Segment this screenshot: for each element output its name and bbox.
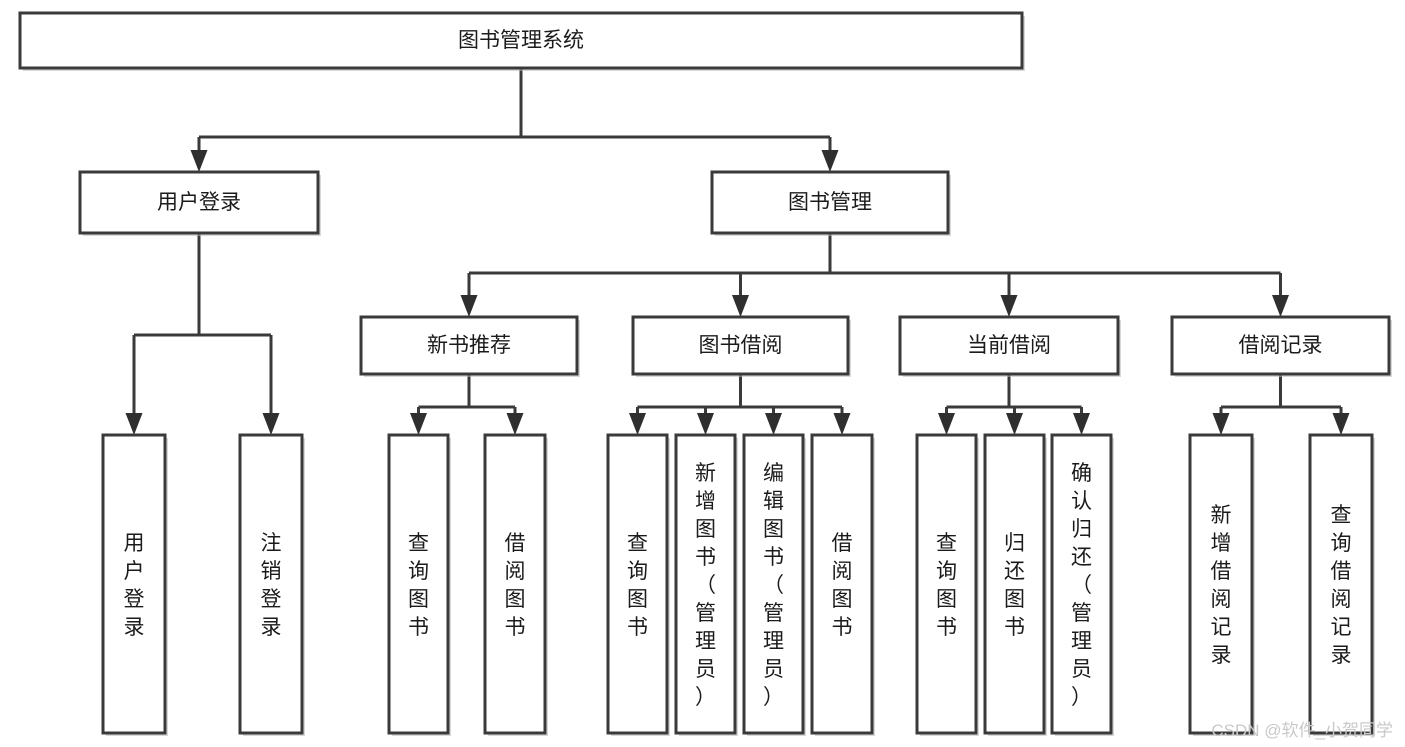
node-box[interactable] (238, 433, 304, 735)
arrow-head-icon (1073, 413, 1090, 435)
node-label: 新书推荐 (427, 334, 511, 357)
arrow-head-icon (629, 413, 646, 435)
node-box[interactable] (810, 433, 874, 735)
connector-bus-borrow (629, 374, 851, 435)
connector-bus-bookmgmt (460, 233, 1289, 317)
connector-bus-root (190, 68, 839, 172)
node-login[interactable]: 用户登录 (78, 170, 321, 236)
watermark-label: CSDN @软件_小贺同学 (1211, 721, 1393, 740)
node-label: 查询图书 (408, 532, 429, 639)
node-leaf-user-logout[interactable]: 注销登录 (238, 433, 305, 736)
node-leaf-borrow-add[interactable]: 新增图书（管理员） (674, 433, 738, 736)
connector-bus-record (1212, 374, 1350, 435)
node-root[interactable]: 图书管理系统 (18, 11, 1025, 71)
node-box[interactable] (710, 170, 950, 235)
node-label: 编辑图书（管理员） (763, 462, 784, 709)
node-layer: 图书管理系统用户登录图书管理新书推荐图书借阅当前借阅借阅记录用户登录注销登录查询… (18, 11, 1392, 736)
node-label: 确认归还（管理员） (1071, 462, 1092, 709)
node-label: 借阅图书 (505, 532, 526, 639)
node-box[interactable] (1170, 315, 1391, 376)
node-box[interactable] (631, 315, 850, 376)
node-leaf-borrow-lend[interactable]: 借阅图书 (810, 433, 875, 736)
node-label: 图书管理 (788, 191, 872, 214)
node-newbook[interactable]: 新书推荐 (359, 315, 580, 377)
arrow-head-icon (1332, 413, 1350, 435)
node-box[interactable] (18, 11, 1024, 70)
arrow-head-icon (1272, 295, 1289, 317)
node-label: 图书借阅 (699, 334, 783, 357)
node-box[interactable] (78, 170, 320, 235)
node-label: 注销登录 (261, 532, 282, 639)
node-current[interactable]: 当前借阅 (898, 315, 1121, 377)
arrow-head-icon (190, 150, 208, 172)
node-leaf-newbook-query[interactable]: 查询图书 (387, 433, 451, 736)
node-label: 用户登录 (157, 191, 241, 214)
node-box[interactable] (915, 433, 978, 735)
connector-bus-login (125, 233, 280, 435)
node-borrow[interactable]: 图书借阅 (631, 315, 851, 377)
node-leaf-current-query[interactable]: 查询图书 (915, 433, 979, 736)
node-label: 新增图书（管理员） (695, 462, 716, 709)
node-box[interactable] (1050, 433, 1113, 735)
arrow-head-icon (697, 413, 714, 435)
arrow-head-icon (732, 295, 749, 317)
node-box[interactable] (674, 433, 737, 735)
node-box[interactable] (483, 433, 547, 735)
node-label: 查询图书 (936, 532, 957, 639)
node-leaf-record-add[interactable]: 新增借阅记录 (1188, 433, 1255, 736)
node-box[interactable] (1308, 433, 1374, 735)
node-box[interactable] (101, 433, 167, 735)
node-leaf-newbook-borrow[interactable]: 借阅图书 (483, 433, 548, 736)
node-box[interactable] (606, 433, 669, 735)
arrow-head-icon (1006, 413, 1023, 435)
connector-layer (125, 68, 1350, 435)
arrow-head-icon (1000, 295, 1018, 317)
connector-bus-newbook (410, 374, 524, 435)
node-label: 借阅图书 (832, 532, 853, 639)
node-leaf-user-login[interactable]: 用户登录 (101, 433, 168, 736)
arrow-head-icon (506, 413, 524, 435)
arrow-head-icon (125, 413, 143, 435)
node-label: 用户登录 (124, 532, 145, 639)
node-record[interactable]: 借阅记录 (1170, 315, 1392, 377)
node-box[interactable] (983, 433, 1046, 735)
node-leaf-current-confirm[interactable]: 确认归还（管理员） (1050, 433, 1114, 736)
node-box[interactable] (359, 315, 579, 376)
arrow-head-icon (460, 295, 478, 317)
arrow-head-icon (833, 413, 851, 435)
arrow-head-icon (765, 413, 782, 435)
node-label: 查询图书 (627, 532, 648, 639)
arrow-head-icon (262, 413, 280, 435)
node-leaf-borrow-query[interactable]: 查询图书 (606, 433, 670, 736)
arrow-head-icon (821, 150, 839, 172)
node-label: 新增借阅记录 (1211, 504, 1232, 667)
node-box[interactable] (898, 315, 1120, 376)
node-label: 借阅记录 (1239, 334, 1323, 357)
connector-bus-current (938, 374, 1090, 435)
node-box[interactable] (387, 433, 450, 735)
arrow-head-icon (410, 413, 427, 435)
arrow-head-icon (1212, 413, 1230, 435)
node-leaf-current-return[interactable]: 归还图书 (983, 433, 1047, 736)
node-box[interactable] (1188, 433, 1254, 735)
node-label: 归还图书 (1004, 532, 1025, 639)
node-box[interactable] (742, 433, 805, 735)
node-label: 当前借阅 (967, 334, 1051, 357)
node-bookmgmt[interactable]: 图书管理 (710, 170, 951, 236)
node-leaf-record-query[interactable]: 查询借阅记录 (1308, 433, 1375, 736)
node-leaf-borrow-edit[interactable]: 编辑图书（管理员） (742, 433, 806, 736)
node-label: 图书管理系统 (458, 29, 584, 52)
node-label: 查询借阅记录 (1331, 504, 1352, 667)
arrow-head-icon (938, 413, 955, 435)
